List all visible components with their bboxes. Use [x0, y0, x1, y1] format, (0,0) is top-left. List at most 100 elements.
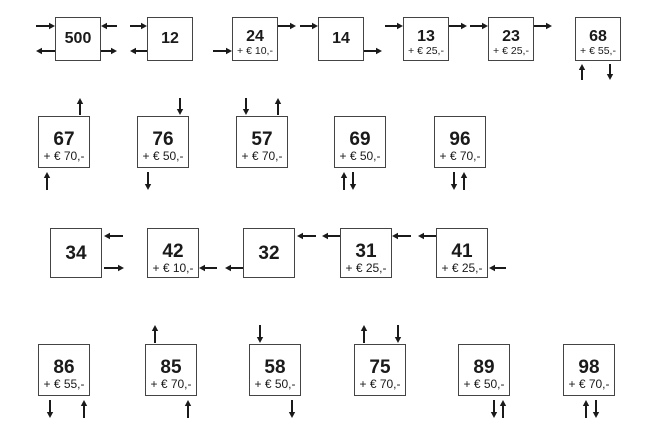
arrow-icon: [489, 264, 506, 272]
node-box-24: 24+ € 10,-: [232, 17, 278, 61]
node-number: 96: [449, 129, 471, 150]
node-number: 69: [349, 129, 371, 150]
node-number: 42: [162, 241, 184, 262]
node-box-76: 76+ € 50,-: [137, 116, 189, 168]
arrow-icon: [582, 400, 590, 418]
arrow-icon: [144, 172, 152, 190]
node-box-31: 31+ € 25,-: [340, 228, 392, 278]
node-number: 500: [64, 30, 92, 47]
node-box-42: 42+ € 10,-: [147, 228, 199, 278]
node-box-12: 12: [147, 17, 193, 61]
node-box-67: 67+ € 70,-: [38, 116, 90, 168]
arrow-icon: [176, 98, 184, 115]
node-number: 85: [160, 357, 182, 378]
arrow-icon: [46, 400, 54, 418]
arrow-icon: [104, 232, 123, 240]
arrow-icon: [101, 47, 117, 55]
arrow-icon: [278, 22, 296, 30]
node-price: + € 50,-: [142, 149, 184, 163]
node-number: 98: [578, 357, 600, 378]
node-box-58: 58+ € 50,-: [249, 344, 301, 396]
node-price: + € 10,-: [237, 45, 273, 57]
arrow-icon: [394, 325, 402, 343]
arrow-icon: [130, 47, 147, 55]
arrow-icon: [300, 22, 318, 30]
arrow-icon: [288, 400, 296, 418]
node-box-69: 69+ € 50,-: [334, 116, 386, 168]
arrow-icon: [274, 98, 282, 115]
node-box-32: 32: [243, 228, 295, 278]
arrow-icon: [460, 172, 468, 190]
node-number: 14: [332, 30, 350, 47]
node-number: 31: [355, 241, 377, 262]
node-box-34: 34: [50, 228, 102, 278]
node-price: + € 70,-: [43, 149, 85, 163]
node-box-75: 75+ € 70,-: [354, 344, 406, 396]
arrow-icon: [449, 22, 467, 30]
arrow-icon: [130, 22, 147, 30]
node-box-68: 68+ € 55,-: [575, 17, 621, 61]
arrow-icon: [470, 22, 488, 30]
arrow-icon: [76, 98, 84, 115]
node-number: 32: [258, 242, 280, 264]
arrow-icon: [499, 400, 507, 418]
node-price: + € 25,-: [441, 261, 483, 275]
node-number: 34: [65, 242, 87, 264]
node-number: 57: [251, 129, 273, 150]
node-price: + € 25,-: [408, 45, 444, 57]
node-box-86: 86+ € 55,-: [38, 344, 90, 396]
node-box-13: 13+ € 25,-: [403, 17, 449, 61]
arrow-icon: [385, 22, 403, 30]
node-box-500: 500: [55, 17, 101, 61]
arrow-icon: [349, 172, 357, 190]
node-box-57: 57+ € 70,-: [236, 116, 288, 168]
node-price: + € 55,-: [580, 45, 616, 57]
arrow-icon: [80, 400, 88, 418]
node-price: + € 50,-: [463, 377, 505, 391]
arrow-icon: [151, 325, 159, 343]
node-price: + € 70,-: [359, 377, 401, 391]
node-price: + € 70,-: [150, 377, 192, 391]
arrow-icon: [340, 172, 348, 190]
arrow-icon: [36, 47, 55, 55]
arrow-icon: [104, 264, 124, 272]
node-box-23: 23+ € 25,-: [488, 17, 534, 61]
arrow-icon: [450, 172, 458, 190]
node-box-89: 89+ € 50,-: [458, 344, 510, 396]
arrow-icon: [184, 400, 192, 418]
node-box-96: 96+ € 70,-: [434, 116, 486, 168]
node-price: + € 25,-: [493, 45, 529, 57]
node-price: + € 70,-: [241, 149, 283, 163]
arrow-icon: [36, 22, 55, 30]
node-price: + € 70,-: [568, 377, 610, 391]
arrow-icon: [213, 47, 232, 55]
node-number: 23: [502, 28, 520, 45]
arrow-icon: [392, 232, 411, 240]
node-price: + € 50,-: [339, 149, 381, 163]
node-box-85: 85+ € 70,-: [145, 344, 197, 396]
arrow-icon: [199, 264, 217, 272]
arrow-icon: [297, 232, 316, 240]
arrow-icon: [364, 47, 382, 55]
arrow-icon: [592, 400, 600, 418]
arrow-icon: [490, 400, 498, 418]
arrow-icon: [322, 232, 340, 240]
node-number: 24: [246, 28, 264, 45]
node-price: + € 25,-: [345, 261, 387, 275]
node-price: + € 70,-: [439, 149, 481, 163]
node-number: 67: [53, 129, 75, 150]
node-number: 12: [161, 30, 179, 47]
node-price: + € 50,-: [254, 377, 296, 391]
arrow-icon: [578, 64, 586, 80]
arrow-icon: [225, 264, 243, 272]
node-number: 68: [589, 28, 607, 45]
node-number: 58: [264, 357, 286, 378]
arrow-icon: [360, 325, 368, 343]
arrow-icon: [534, 22, 552, 30]
node-number: 89: [473, 357, 495, 378]
arrow-icon: [256, 325, 264, 343]
arrow-icon: [606, 64, 614, 80]
node-price: + € 55,-: [43, 377, 85, 391]
